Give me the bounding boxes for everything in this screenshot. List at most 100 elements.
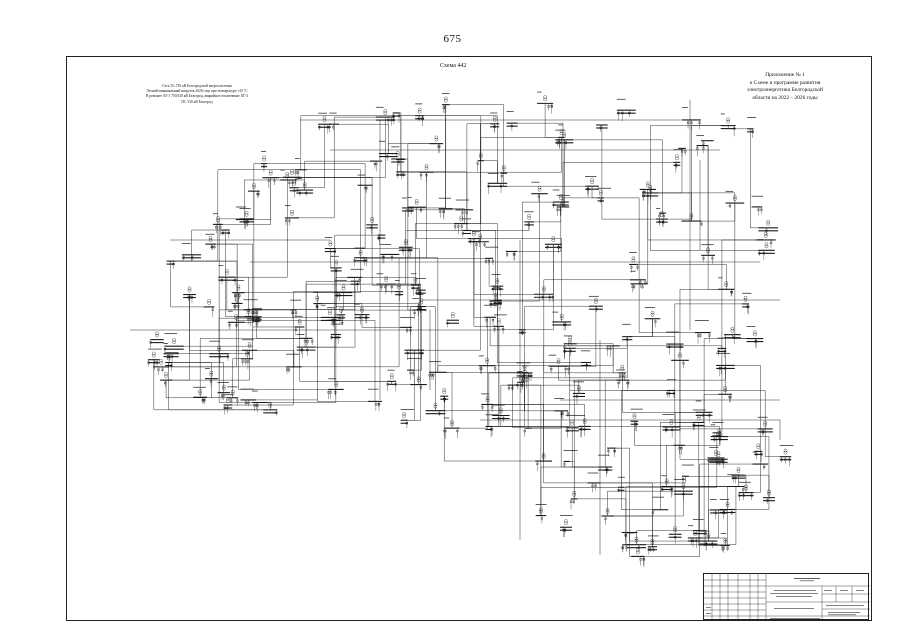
transformer-symbol [285,174,290,178]
node-label [661,475,667,477]
transformer-symbol [564,521,568,526]
breaker-symbol [719,434,722,437]
node-label [752,451,757,453]
breaker-symbol [457,225,460,228]
transformer-symbol [783,448,788,453]
breaker-symbol [442,106,445,109]
transformer-symbol [767,489,771,494]
breaker-symbol [257,192,260,196]
breaker-symbol [722,511,726,514]
transformer-symbol [252,183,256,187]
transformer-symbol [290,171,294,176]
node-label [396,159,406,161]
transformer-symbol [413,277,418,281]
node-label [681,464,694,466]
breaker-symbol [330,336,333,339]
transformer-symbol [226,399,230,403]
breaker-symbol [507,386,511,390]
transmission-line [593,482,653,547]
transmission-line [218,353,260,403]
breaker-symbol [253,404,256,407]
transformer-symbol [582,418,587,422]
breaker-symbol [209,380,213,383]
transmission-line [543,345,614,462]
breaker-symbol [728,396,731,399]
transformer-symbol [783,450,788,455]
transmission-line [226,276,249,317]
breaker-symbol [711,257,714,260]
node-label [401,197,407,199]
transformer-symbol [492,115,497,120]
breaker-symbol [599,126,602,129]
transmission-line [540,466,606,516]
transformer-symbol [472,230,476,235]
node-label [329,112,337,114]
transmission-line [225,230,249,317]
breaker-symbol [476,162,479,165]
breaker-symbol [626,381,629,385]
transformer-symbol [681,483,686,487]
equipment-symbols [147,95,791,568]
breaker-symbol [696,147,699,150]
transformer-symbol [620,367,625,371]
transformer-symbol [572,493,577,497]
breaker-symbol [493,328,496,331]
breaker-symbol [489,302,493,306]
transmission-line [400,171,468,231]
node-label [205,233,215,235]
node-label [598,454,610,456]
transformer-symbol [334,381,338,385]
breaker-symbol [306,340,309,343]
transformer-symbol [631,258,636,263]
transformer-symbol [562,131,567,136]
transmission-line [249,350,295,367]
breaker-symbol [337,336,340,339]
transmission-line [211,378,233,398]
transformer-symbol [402,414,406,419]
breaker-symbol [377,236,380,240]
transmission-line [232,358,247,398]
breaker-symbol [661,220,665,224]
breaker-symbol [556,141,559,144]
node-label [531,181,540,183]
transmission-line [170,260,238,304]
transmission-line [334,320,392,382]
transformer-symbol [252,185,256,189]
node-label [231,292,246,293]
transformer-symbol [226,397,230,401]
node-label [294,158,300,159]
transmission-line [666,486,728,510]
transmission-line [435,372,525,411]
node-label [718,277,723,279]
transformer-symbol [620,364,625,369]
breaker-symbol [639,558,642,561]
breaker-symbol [702,414,705,417]
node-label [367,388,379,390]
transmission-line [217,169,301,225]
transformer-symbol [172,340,176,344]
node-label [490,112,498,114]
breaker-symbol [692,539,695,542]
breaker-symbol [306,348,309,352]
transformer-symbol [245,350,249,355]
breaker-symbol [218,355,221,358]
node-label [692,519,704,520]
breaker-symbol [275,411,278,414]
breaker-symbol [666,392,669,395]
transformer-symbol [689,215,694,219]
transformer-symbol [236,286,241,291]
node-label [674,479,686,480]
transmission-line [400,104,447,173]
transformer-symbol [736,469,741,473]
breaker-symbol [334,391,337,394]
breaker-symbol [563,345,566,348]
transmission-line [487,345,614,366]
breaker-symbol [742,494,745,497]
transformer-symbol [567,340,572,344]
transmission-line [634,421,680,446]
breaker-symbol [251,318,254,321]
breaker-symbol [721,547,724,550]
node-label [227,386,238,388]
transmission-line [622,365,726,381]
transmission-line [698,422,726,546]
